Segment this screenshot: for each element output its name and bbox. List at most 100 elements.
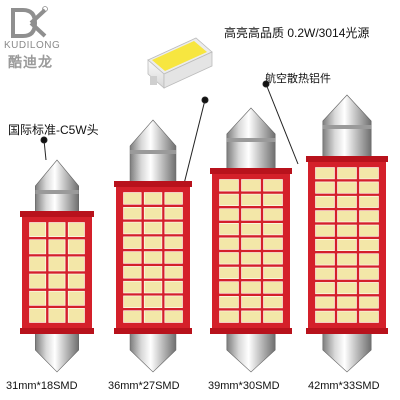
smd-led-chip xyxy=(48,222,66,237)
smd-led-chip xyxy=(219,281,239,294)
smd-led-chip xyxy=(359,181,379,194)
smd-led-chip xyxy=(241,310,261,323)
smd-led-chip xyxy=(315,267,335,280)
smd-led-chip xyxy=(359,267,379,280)
smd-led-chip xyxy=(315,210,335,223)
smd-led-chip xyxy=(337,167,357,180)
smd-led-chip xyxy=(241,237,261,250)
smd-led-chip xyxy=(29,273,47,289)
smd-led-chip xyxy=(123,295,142,308)
smd-led-chip xyxy=(359,167,379,180)
smd-led-chip xyxy=(164,236,183,249)
smd-led-chip xyxy=(315,181,335,194)
smd-led-chip xyxy=(315,224,335,237)
smd-led-chip xyxy=(67,256,85,272)
smd-led-chip xyxy=(241,252,261,265)
smd-led-chip xyxy=(241,266,261,280)
smd-led-chip xyxy=(263,281,283,294)
chip-callout-label: 高亮高品质 0.2W/3014光源 xyxy=(224,26,370,40)
smd-led-chip xyxy=(263,266,283,280)
smd-led-chip xyxy=(315,195,335,208)
smd-led-chip xyxy=(29,222,47,237)
smd-led-chip xyxy=(123,192,142,205)
smd-led-chip xyxy=(241,295,261,309)
smd-led-chip xyxy=(143,207,163,220)
smd-led-chip xyxy=(143,221,163,235)
smd-led-chip xyxy=(123,207,142,220)
led-bulb xyxy=(306,94,388,373)
smd-led-chip xyxy=(263,208,283,221)
smd-led-chip xyxy=(123,236,142,249)
smd-led-chip xyxy=(164,310,183,323)
smd-led-chip xyxy=(337,282,357,295)
brand-logo-icon xyxy=(11,6,48,38)
smd-led-chip xyxy=(29,256,47,272)
smd-led-chip xyxy=(219,295,239,309)
led-bulb xyxy=(20,159,94,373)
smd-led-chip xyxy=(337,181,357,194)
smd-led-chip xyxy=(359,224,379,237)
heatsink-callout-label: 航空散热铝件 xyxy=(265,73,331,85)
smd-led-chip xyxy=(359,310,379,323)
smd-led-chip xyxy=(315,239,335,252)
smd-led-chip xyxy=(219,208,239,221)
smd-led-chip xyxy=(337,239,357,252)
smd-led-chip xyxy=(143,280,163,294)
smd-led-chip xyxy=(241,179,261,192)
smd-led-chip xyxy=(263,252,283,265)
smd-led-chip xyxy=(123,221,142,235)
smd-led-chip xyxy=(359,210,379,223)
smd-led-chip xyxy=(263,193,283,207)
smd-led-chip xyxy=(241,223,261,236)
smd-led-chip xyxy=(219,179,239,192)
bulb-size-label: 36mm*27SMD xyxy=(108,380,180,392)
led-bulb xyxy=(210,107,292,373)
smd-led-chip xyxy=(337,224,357,237)
smd-led-chip xyxy=(164,280,183,294)
smd-led-chip xyxy=(219,193,239,207)
smd-led-chip xyxy=(164,207,183,220)
smd-led-chip xyxy=(143,236,163,249)
smd-led-chip xyxy=(241,281,261,294)
smd-led-chip xyxy=(48,273,66,289)
smd-led-chip xyxy=(123,266,142,279)
smd-led-chip xyxy=(143,310,163,323)
smd-led-chip xyxy=(29,307,47,323)
smd-led-chip xyxy=(359,296,379,309)
smd-led-chip xyxy=(48,290,66,306)
smd-led-chip xyxy=(48,239,66,255)
smd-led-chip xyxy=(219,223,239,236)
brand-name-chinese: 酷迪龙 xyxy=(8,54,53,70)
smd-led-chip xyxy=(219,310,239,323)
smd-led-chip xyxy=(123,310,142,323)
smd-led-chip xyxy=(263,223,283,236)
smd-led-chip xyxy=(337,296,357,309)
led-bulb xyxy=(114,119,192,373)
smd-led-chip xyxy=(337,210,357,223)
smd-led-chip xyxy=(143,192,163,205)
brand-name: KUDILONG xyxy=(4,40,61,51)
smd-led-chip xyxy=(263,179,283,192)
smd-led-chip xyxy=(67,222,85,237)
bulb-size-label: 31mm*18SMD xyxy=(6,380,78,392)
smd-led-chip xyxy=(241,208,261,221)
bulb-size-label: 42mm*33SMD xyxy=(308,380,380,392)
smd-led-chip xyxy=(359,239,379,252)
smd-led-chip xyxy=(219,252,239,265)
smd-led-chip xyxy=(315,296,335,309)
smd-led-chip xyxy=(337,195,357,208)
smd-led-chip xyxy=(219,266,239,280)
smd-led-chip xyxy=(164,251,183,264)
smd-led-chip xyxy=(241,193,261,207)
smd-led-chip xyxy=(315,253,335,266)
smd-led-chip xyxy=(123,280,142,294)
smd-led-chip xyxy=(143,266,163,279)
callout-leaders xyxy=(40,80,299,201)
smd-led-chip xyxy=(143,295,163,308)
smd-led-chip xyxy=(164,295,183,308)
smd-led-chip xyxy=(67,290,85,306)
smd-led-chip xyxy=(48,307,66,323)
smd-led-chip xyxy=(123,251,142,264)
